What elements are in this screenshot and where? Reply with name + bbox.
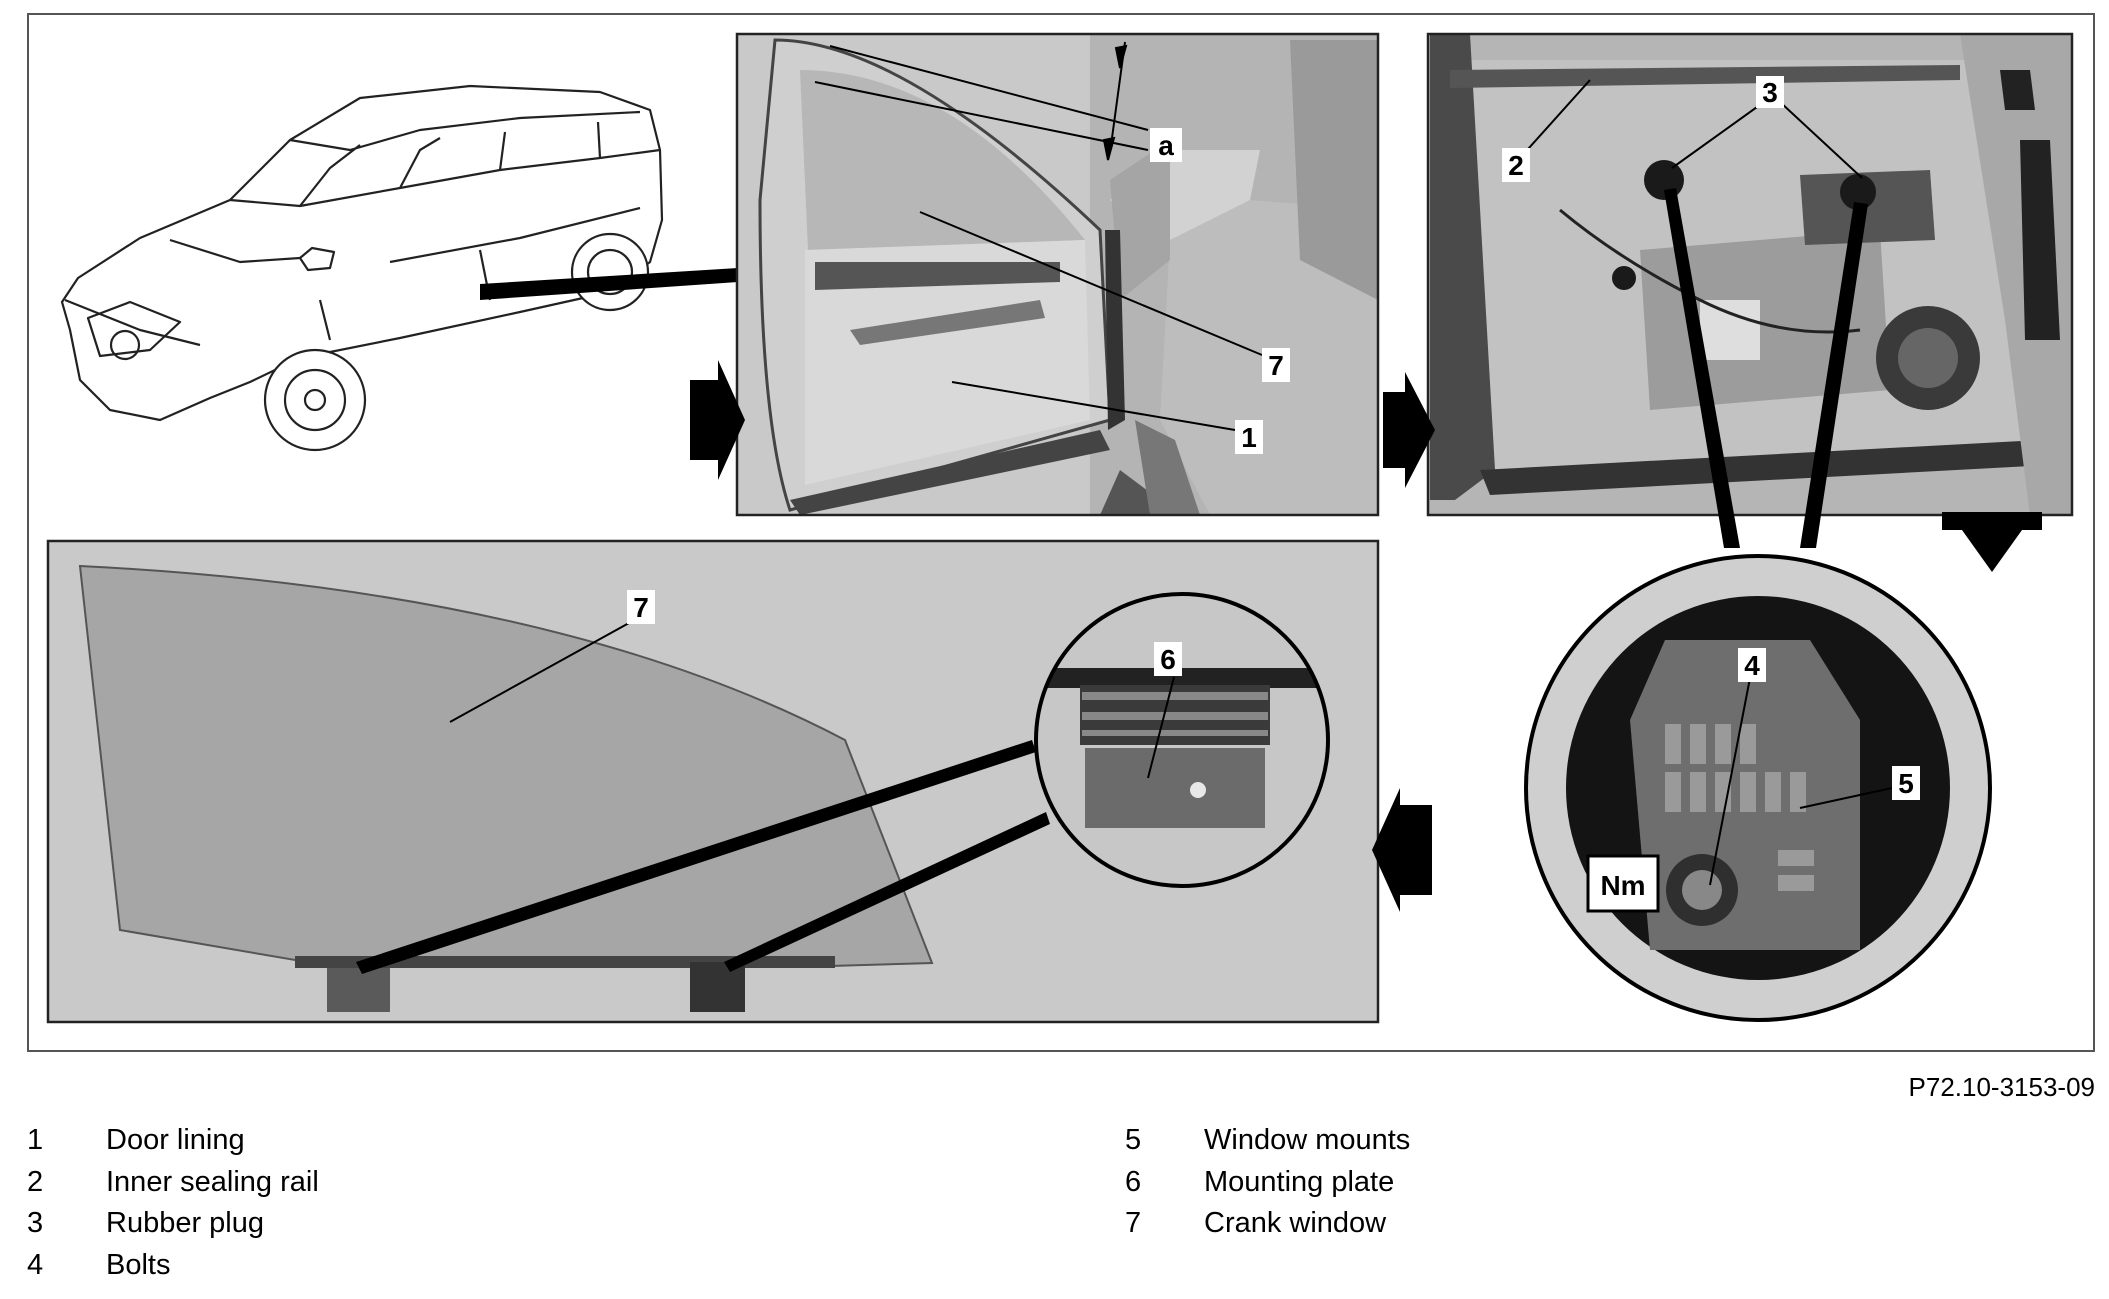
callout-a: a (1158, 130, 1174, 161)
big-circle-pointer-right (1800, 202, 1868, 548)
legend-item: 4 Bolts (27, 1245, 319, 1287)
torque-box (1586, 854, 1660, 913)
leader-lines-top-middle (814, 41, 1263, 431)
callout-3: 3 (1762, 77, 1778, 108)
arrow-down (1942, 512, 2042, 572)
car-pointer (480, 268, 738, 300)
legend-number: 3 (27, 1207, 44, 1239)
detail-circle-mounting-plate (1034, 592, 1330, 888)
arrow-right-2 (1383, 372, 1435, 488)
legend-number: 5 (1125, 1124, 1142, 1156)
car-illustration (60, 84, 664, 452)
legend-number: 4 (27, 1248, 44, 1281)
callout-7-top: 7 (1268, 350, 1284, 381)
callout-4: 4 (1744, 650, 1760, 681)
legend-label: Door lining (106, 1124, 245, 1156)
callout-7-bottom: 7 (633, 592, 649, 623)
photo-frame-bottom (46, 539, 1380, 1024)
photo-door-inner (1428, 34, 2072, 515)
leader-line-7-bottom (449, 617, 639, 723)
legend-item: 5 Window mounts (1125, 1120, 1410, 1162)
legend-number: 7 (1125, 1207, 1142, 1239)
callout-5: 5 (1898, 768, 1914, 799)
legend-item: 6 Mounting plate (1125, 1162, 1410, 1204)
legend-item: 2 Inner sealing rail (27, 1162, 319, 1204)
callout-1: 1 (1241, 422, 1257, 453)
legend-item: 3 Rubber plug (27, 1203, 319, 1245)
photo-frame-top-middle (735, 32, 1380, 517)
legend-label: Mounting plate (1204, 1165, 1395, 1198)
leader-lines-top-right (1519, 79, 1863, 179)
callout-nm: Nm (1600, 870, 1645, 901)
arrow-left (1372, 788, 1432, 912)
legend-left-column: 1 Door lining 2 Inner sealing rail 3 Rub… (27, 1120, 319, 1286)
legend-item: 1 Door lining (27, 1120, 319, 1162)
big-circle-pointer-left (1664, 188, 1740, 548)
legend-label: Inner sealing rail (106, 1165, 319, 1198)
legend-number: 2 (27, 1165, 44, 1198)
legend-label: Bolts (106, 1248, 171, 1281)
callout-labels: a 7 1 2 3 7 6 4 5 Nm (627, 76, 1920, 901)
legend-item: 7 Crank window (1125, 1203, 1410, 1245)
detail-circle-window-mount (1524, 554, 1992, 1022)
small-circle-pointer-right (724, 812, 1050, 972)
callout-6: 6 (1160, 644, 1176, 675)
figure-code: P72.10-3153-09 (1908, 1072, 2095, 1102)
legend-right-column: 5 Window mounts 6 Mounting plate 7 Crank… (1125, 1120, 1410, 1245)
legend-label: Rubber plug (106, 1207, 264, 1239)
arrow-right-1 (690, 360, 745, 480)
legend-label: Window mounts (1204, 1124, 1411, 1156)
photo-frame-top-right (1426, 32, 2074, 517)
legend-number: 6 (1125, 1165, 1142, 1198)
diagram-figure: a 7 1 2 3 7 6 4 5 Nm (27, 13, 2095, 1052)
legend-number: 1 (27, 1124, 44, 1156)
small-circle-pointer-left (356, 740, 1036, 974)
callout-2: 2 (1508, 150, 1524, 181)
legend-label: Crank window (1204, 1207, 1387, 1239)
